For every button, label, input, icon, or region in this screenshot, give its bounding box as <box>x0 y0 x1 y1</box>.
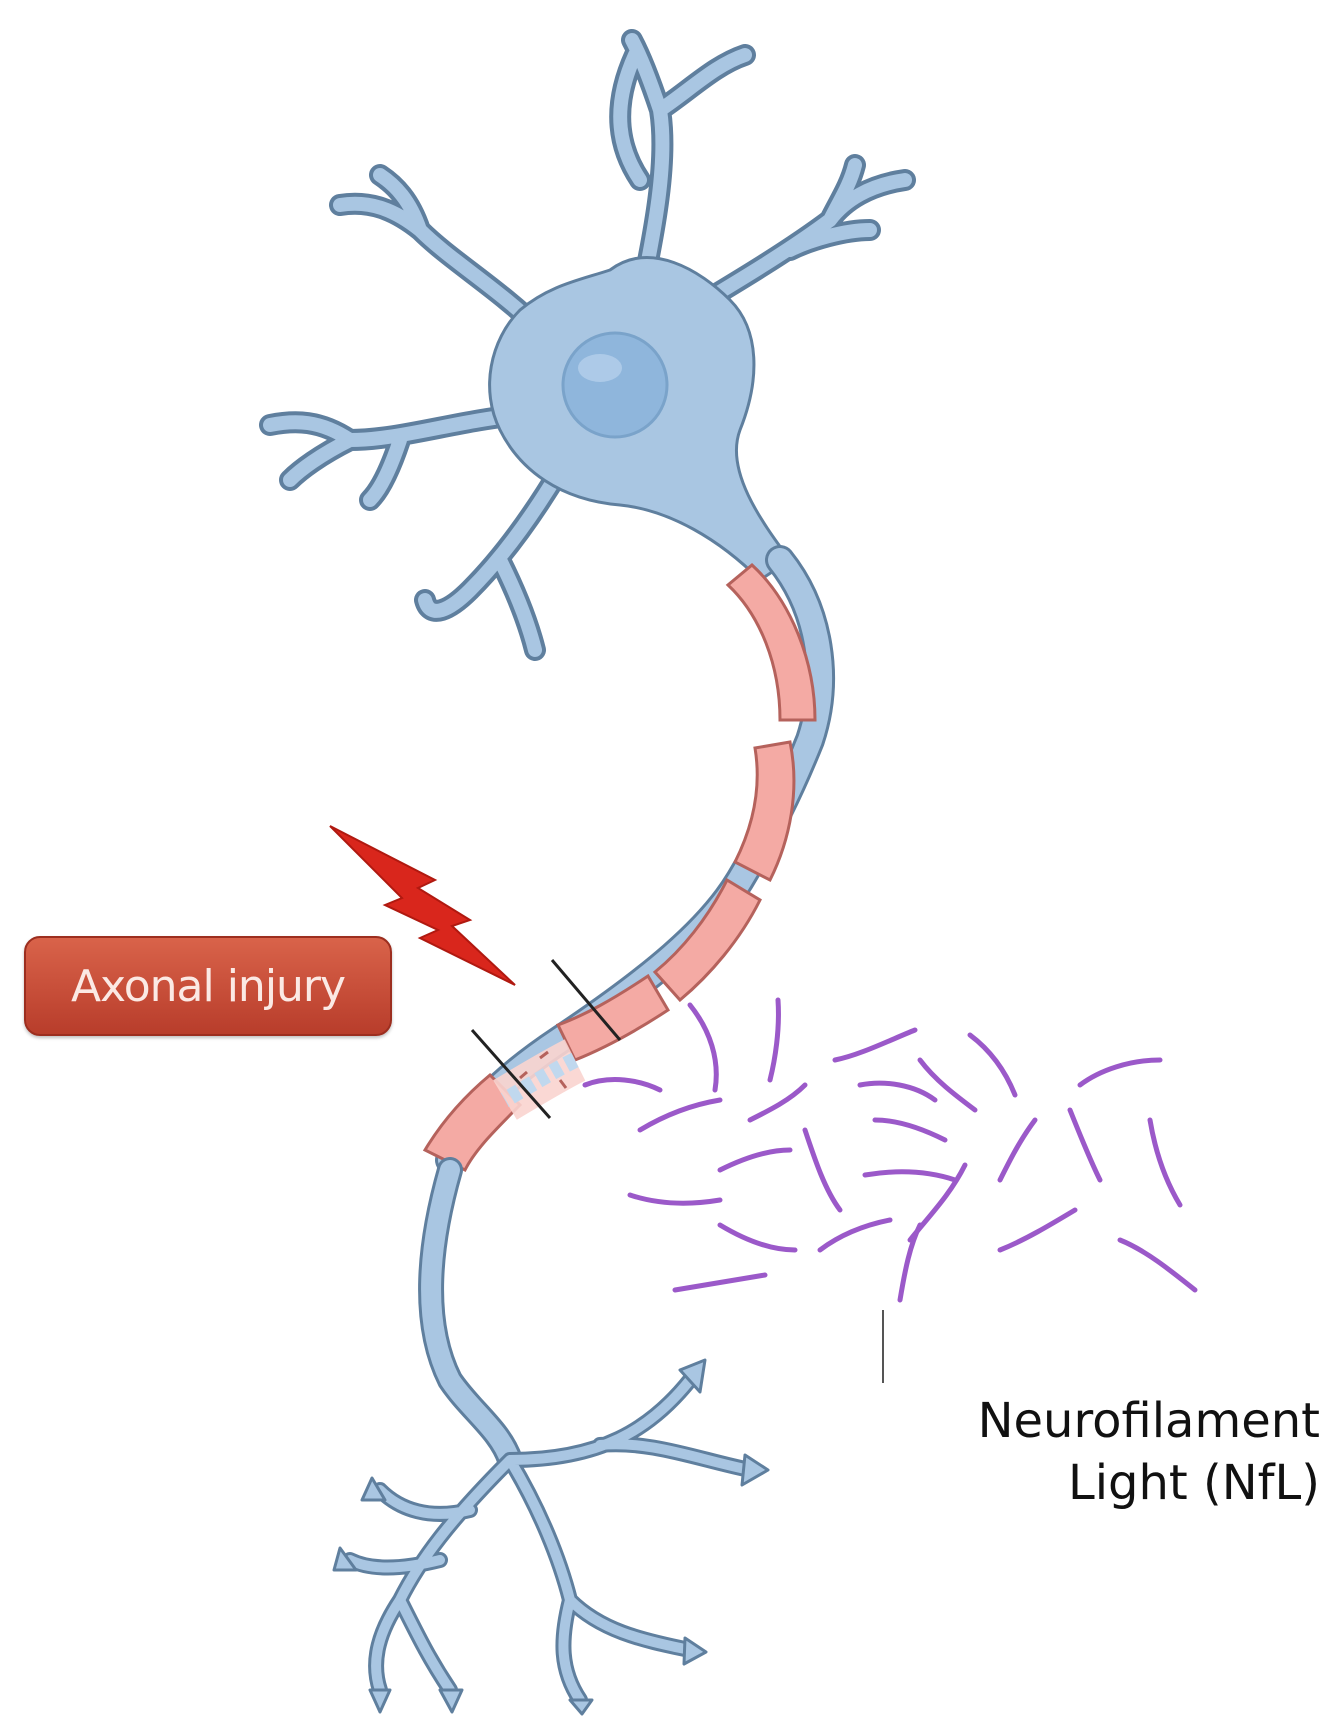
nfl-fragment <box>1070 1110 1100 1180</box>
nfl-fragment <box>865 1172 955 1180</box>
nfl-fragment <box>720 1150 790 1170</box>
nfl-fragment <box>1150 1120 1180 1205</box>
nfl-fragment <box>970 1035 1015 1095</box>
nfl-label-line2: Light (NfL) <box>900 1452 1320 1514</box>
nfl-fragment <box>860 1083 935 1100</box>
nfl-fragment <box>720 1225 795 1250</box>
nfl-fragment <box>1120 1240 1195 1290</box>
nfl-fragment <box>920 1060 975 1110</box>
axonal-injury-label: Axonal injury <box>24 936 392 1036</box>
nfl-fragment <box>820 1220 890 1250</box>
neurofilament-light-label: Neurofilament Light (NfL) <box>900 1390 1320 1514</box>
nucleus <box>563 333 667 437</box>
nfl-fragment <box>835 1030 915 1060</box>
nfl-fragment <box>630 1195 720 1203</box>
neuron <box>270 40 905 1714</box>
nfl-fragment <box>690 1005 716 1090</box>
nfl-fragment <box>875 1120 945 1140</box>
myelin-segment <box>735 742 794 880</box>
nfl-fragment <box>675 1275 765 1290</box>
axon-terminals <box>334 1170 768 1714</box>
nfl-fragment <box>640 1100 720 1130</box>
nfl-fragment <box>585 1080 660 1090</box>
nfl-fragment <box>770 1000 778 1080</box>
neurofilament-fragments <box>585 1000 1195 1300</box>
nfl-fragment <box>750 1085 805 1120</box>
nfl-fragment <box>1080 1060 1160 1085</box>
nfl-label-line1: Neurofilament <box>900 1390 1320 1452</box>
axonal-injury-text: Axonal injury <box>71 961 345 1012</box>
nfl-fragment <box>1000 1210 1075 1250</box>
nfl-fragment <box>805 1130 840 1210</box>
nfl-fragment <box>1000 1120 1035 1180</box>
